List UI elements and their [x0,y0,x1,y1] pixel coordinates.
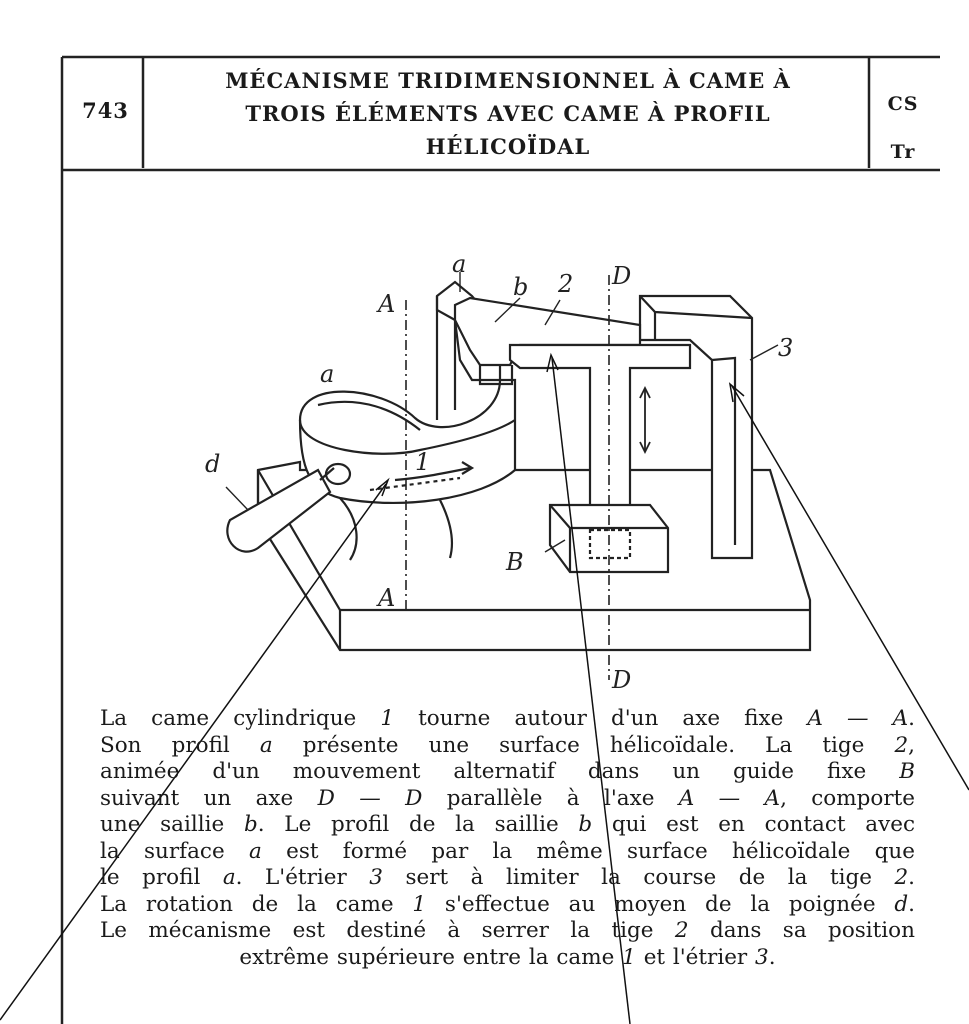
text-run: parallèle à l'axe [422,785,679,811]
text-run: présente une surface hélicoïdale. La tig… [272,732,895,758]
text-run: la surface [100,838,249,864]
symbol-ref: 2 [894,732,909,758]
text-run: qui est en contact avec [592,812,915,837]
symbol-ref: 2 [674,918,689,943]
classification-codes: CS Tr [878,80,928,176]
text-run: La came cylindrique [100,706,381,731]
symbol-ref: 3 [369,865,383,890]
label-A-top: A [376,290,395,318]
description-line: extrême supérieure entre la came 1 et l'… [100,945,915,972]
label-D-bottom: D [611,666,631,694]
symbol-ref: a [222,865,236,890]
text-run: est formé par la même surface hélicoïdal… [261,838,915,864]
description-line: La came cylindrique 1 tourne autour d'un… [100,706,915,733]
symbol-ref: 3 [755,944,769,970]
header-frame [60,55,940,1024]
symbol-ref: 2 [894,865,909,890]
text-run: suivant un axe [100,785,318,811]
text-run: une saillie [100,812,244,837]
description-paragraph: La came cylindrique 1 tourne autour d'un… [100,706,915,971]
symbol-ref: b [578,812,593,837]
text-run: tourne autour d'un axe fixe [394,706,808,731]
code-tr: Tr [890,141,916,163]
symbol-ref: A — A [678,785,781,811]
symbol-ref: 1 [412,891,427,917]
symbol-ref: A — A [807,706,909,731]
description-line: suivant un axe D — D parallèle à l'axe A… [100,786,915,813]
description-line: la surface a est formé par la même surfa… [100,839,915,866]
symbol-ref: D — D [317,785,423,811]
label-3: 3 [778,334,793,362]
symbol-ref: B [899,759,915,784]
axis-lines [405,275,610,680]
description-line: Son profil a présente une surface hélico… [100,733,915,760]
text-run: et l'étrier [635,944,756,970]
text-run: le profil [100,865,223,890]
symbol-ref: b [243,812,258,837]
stroke-arrow [639,385,651,455]
title-line: MÉCANISME TRIDIMENSIONNEL À CAME À [225,68,791,93]
entry-number: 743 [82,98,129,123]
label-a-left: a [320,360,334,388]
pointer-arrows [0,352,969,1024]
text-run: , comporte [780,785,915,811]
text-run: Le mécanisme est destiné à serrer la tig… [100,918,675,943]
text-run: , [908,732,915,758]
label-D-top: D [611,262,631,290]
text-run: . Le profil de la saillie [257,812,579,837]
text-run: . [908,865,915,890]
text-run: . [908,891,915,917]
description-line: animée d'un mouvement alternatif dans un… [100,759,915,786]
text-run: . [908,706,915,731]
page-title: MÉCANISME TRIDIMENSIONNEL À CAME À TROIS… [150,64,866,163]
stirrup-3 [638,294,754,560]
symbol-ref: 1 [622,944,636,970]
text-run: dans sa position [688,918,915,943]
label-b: b [513,273,528,301]
code-cs: CS [887,93,919,115]
symbol-ref: 1 [380,706,395,731]
label-1: 1 [415,448,430,476]
label-A-bottom: A [376,584,395,612]
text-run: . [768,944,776,970]
symbol-ref: a [248,838,262,864]
title-line: TROIS ÉLÉMENTS AVEC CAME À PROFIL [245,101,771,126]
text-run: sert à limiter la course de la tige [382,865,895,890]
text-run: animée d'un mouvement alternatif dans un… [100,759,900,784]
handle-d [226,462,352,553]
description-line: Le mécanisme est destiné à serrer la tig… [100,918,915,945]
label-B: B [505,548,524,576]
leader-lines [225,272,779,553]
symbol-ref: a [259,732,273,758]
text-run: . L'étrier [235,865,370,890]
description-line: La rotation de la came 1 s'effectue au m… [100,892,915,919]
description-line: une saillie b. Le profil de la saillie b… [100,812,915,839]
title-line: HÉLICOÏDAL [425,134,591,159]
text-run: extrême supérieure entre la came [239,944,623,970]
label-2: 2 [557,270,573,298]
label-d: d [205,450,220,478]
label-a-top: a [452,250,466,278]
text-run: La rotation de la came [100,891,413,917]
description-line: le profil a. L'étrier 3 sert à limiter l… [100,865,915,892]
text-run: s'effectue au moyen de la poignée [426,891,895,917]
text-run: Son profil [100,732,260,758]
symbol-ref: d [894,891,909,917]
